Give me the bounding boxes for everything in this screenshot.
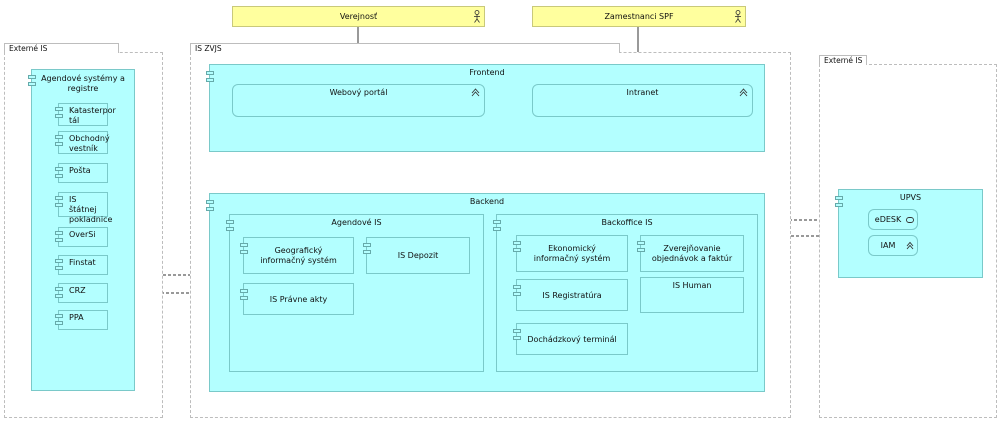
ekonomicky-label: Ekonomický informačný systém (533, 244, 611, 263)
depozit-label: IS Depozit (397, 251, 439, 260)
registry-item-label: Obchodný vestník (69, 134, 110, 153)
registry-item[interactable]: Finstat (55, 255, 108, 275)
registry-item-label: PPA (69, 313, 84, 322)
registry-item-label: Pošta (69, 166, 91, 175)
component-icon (493, 220, 501, 233)
component-icon (55, 167, 63, 180)
is-human[interactable]: IS Human (640, 277, 744, 313)
webovy-portal[interactable]: Webový portál (232, 84, 485, 117)
registry-item[interactable]: IS štátnej pokladnice (55, 192, 112, 224)
registry-item[interactable]: PPA (55, 310, 108, 330)
group-is-zvjs-label: IS ZVJS (195, 44, 222, 53)
registry-item-label: Katasterpor tál (69, 106, 116, 125)
component-icon (835, 196, 843, 209)
component-icon (240, 289, 248, 302)
edesk-label: eDESK (874, 215, 902, 224)
registry-item-label: Finstat (69, 258, 96, 267)
component-icon (206, 71, 214, 84)
frontend-title: Frontend (469, 68, 505, 77)
backend-title: Backend (469, 197, 505, 206)
component-icon (226, 220, 234, 233)
component-icon (55, 231, 63, 244)
group-externe-is-left-label: Externé IS (9, 44, 48, 53)
component-icon (55, 107, 63, 120)
registry-item[interactable]: OverSi (55, 227, 108, 247)
component-icon (55, 259, 63, 272)
is-depozit[interactable]: IS Depozit (363, 237, 470, 274)
group-externe-is-right-label: Externé IS (824, 56, 863, 65)
upvs-title: UPVS (899, 193, 922, 202)
is-pravne-akty[interactable]: IS Právne akty (240, 283, 354, 315)
registry-item[interactable]: CRZ (55, 283, 108, 303)
actor-icon (474, 10, 480, 23)
component-icon (55, 314, 63, 327)
registry-item[interactable]: Pošta (55, 163, 108, 183)
registry-item[interactable]: Obchodný vestník (55, 131, 110, 154)
pravne-akty-label: IS Právne akty (269, 295, 328, 304)
chevron-up-icon (471, 88, 480, 97)
component-icon (55, 135, 63, 148)
geograficky-informacny-system[interactable]: Geografický informačný systém (240, 237, 354, 274)
actor-zamestnanci-label: Zamestnanci SPF (604, 12, 674, 21)
registry-item[interactable]: Katasterpor tál (55, 103, 116, 126)
registry-item-label: IS štátnej pokladnice (69, 195, 113, 224)
actor-icon (735, 10, 741, 23)
is-registratura[interactable]: IS Registratúra (513, 279, 628, 311)
human-label: IS Human (672, 281, 712, 290)
edesk[interactable]: eDESK (868, 209, 918, 230)
component-icon (363, 243, 371, 256)
actor-zamestnanci-spf[interactable]: Zamestnanci SPF (532, 6, 746, 27)
zverejnovanie-objednavok-faktur[interactable]: Zverejňovanie objednávok a faktúr (637, 235, 744, 272)
upvs[interactable]: UPVS (835, 189, 983, 278)
component-icon (240, 243, 248, 256)
chevron-up-icon (739, 88, 748, 97)
component-icon (28, 75, 36, 88)
actor-verejnost-label: Verejnosť (339, 12, 378, 21)
geo-label: Geografický informačný systém (260, 246, 337, 265)
component-icon (513, 329, 521, 342)
component-icon (206, 200, 214, 213)
group-externe-is-right-tab: Externé IS (819, 55, 867, 65)
agendove-registre-title: Agendové systémy a registre (41, 74, 125, 93)
webovy-portal-label: Webový portál (329, 88, 388, 97)
component-icon (637, 241, 645, 254)
intranet-label: Intranet (626, 88, 659, 97)
iam-label: IAM (880, 241, 896, 250)
group-is-zvjs-tab: IS ZVJS (190, 43, 620, 53)
iam[interactable]: IAM (868, 235, 918, 256)
dochadzkovy-terminal[interactable]: Dochádzkový terminál (513, 323, 628, 355)
component-icon (55, 287, 63, 300)
group-externe-is-left-tab: Externé IS (4, 43, 119, 53)
backoffice-is-title: Backoffice IS (601, 218, 653, 227)
component-icon (513, 241, 521, 254)
registratura-label: IS Registratúra (542, 291, 602, 300)
interface-icon (906, 217, 914, 223)
dochadzkovy-label: Dochádzkový terminál (527, 335, 617, 344)
actor-verejnost[interactable]: Verejnosť (232, 6, 485, 27)
component-icon (513, 285, 521, 298)
registry-item-label: OverSi (69, 230, 96, 239)
agendove-is-title: Agendové IS (331, 218, 382, 227)
component-icon (55, 196, 63, 209)
registry-item-label: CRZ (69, 286, 86, 295)
zverejnovanie-label: Zverejňovanie objednávok a faktúr (651, 244, 733, 263)
ekonomicky-informacny-system[interactable]: Ekonomický informačný systém (513, 235, 628, 272)
intranet[interactable]: Intranet (532, 84, 753, 117)
chevron-up-icon (906, 241, 914, 250)
